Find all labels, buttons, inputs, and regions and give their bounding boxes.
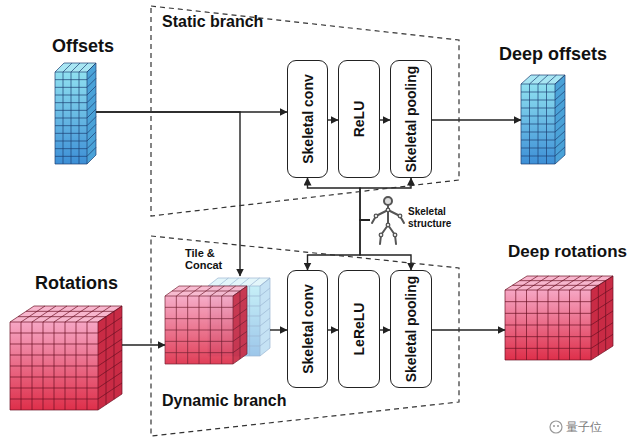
input-tensor: Rotations bbox=[10, 306, 122, 410]
dashed-outline bbox=[151, 236, 459, 436]
tensor-label: Offsets bbox=[52, 36, 114, 57]
box-label: Skeletal pooling bbox=[403, 276, 419, 382]
deep-rotations-tensor bbox=[505, 276, 613, 360]
cube-grid bbox=[165, 286, 247, 364]
rotations-tensor bbox=[10, 306, 122, 410]
box-label: Skeletal conv bbox=[300, 74, 316, 164]
connector-arrow bbox=[270, 329, 287, 330]
branch-label: Dynamic branch bbox=[162, 392, 286, 410]
process-box: Skeletal conv bbox=[287, 270, 328, 388]
box-label: ReLU bbox=[351, 101, 367, 138]
connector-arrow bbox=[432, 119, 521, 120]
branch-region: Dynamic branchTile & ConcatSkeletal conv… bbox=[150, 235, 460, 437]
branch-region: Static branchSkeletal conv ReLU Skeletal p… bbox=[150, 5, 460, 217]
cube-side bbox=[260, 278, 270, 356]
concat-tensor-node: Tile & Concat bbox=[165, 276, 270, 364]
process-box: Skeletal pooling bbox=[390, 270, 432, 388]
skeleton-icon bbox=[372, 197, 404, 244]
process-box: Skeletal conv bbox=[287, 60, 328, 178]
cube-grid bbox=[10, 306, 122, 410]
cube-grid bbox=[521, 75, 565, 164]
tensor-label: Deep rotations bbox=[508, 242, 627, 262]
input-tensor: Offsets bbox=[55, 63, 96, 164]
process-box: Skeletal pooling bbox=[390, 60, 432, 178]
box-label: Skeletal pooling bbox=[403, 66, 419, 172]
process-box: ReLU bbox=[338, 60, 380, 178]
box-label: Skeletal conv bbox=[300, 284, 316, 374]
concat-tensor bbox=[165, 286, 247, 364]
process-box: LeReLU bbox=[338, 270, 380, 388]
connector-arrow bbox=[360, 178, 411, 220]
cube-grid bbox=[505, 276, 613, 360]
offsets-tensor bbox=[55, 63, 96, 164]
tensor-label: Skeletal structure bbox=[408, 206, 464, 229]
output-tensor: Deep rotations bbox=[505, 276, 613, 360]
watermark-icon bbox=[550, 421, 562, 433]
watermark: 量子位 bbox=[566, 419, 602, 436]
connector-arrow bbox=[328, 119, 338, 120]
branch-label: Static branch bbox=[162, 13, 263, 31]
connector-arrow bbox=[380, 329, 390, 330]
connector-arrow bbox=[432, 329, 505, 330]
tensor-label: Deep offsets bbox=[499, 44, 607, 65]
connector-arrow bbox=[96, 112, 240, 276]
skeleton-node: Skeletal structure bbox=[370, 194, 406, 246]
dashed-outline bbox=[151, 6, 459, 216]
cube-grid bbox=[55, 63, 96, 164]
tensor-label: Tile & Concat bbox=[185, 247, 231, 272]
output-tensor: Deep offsets bbox=[521, 75, 565, 164]
connector-arrow bbox=[380, 119, 390, 120]
box-label: LeReLU bbox=[351, 303, 367, 356]
tensor-label: Rotations bbox=[35, 273, 118, 294]
connector-arrow bbox=[122, 344, 165, 345]
cube-top bbox=[208, 278, 270, 286]
connector-arrow bbox=[328, 329, 338, 330]
deep-offsets-tensor bbox=[521, 75, 565, 164]
